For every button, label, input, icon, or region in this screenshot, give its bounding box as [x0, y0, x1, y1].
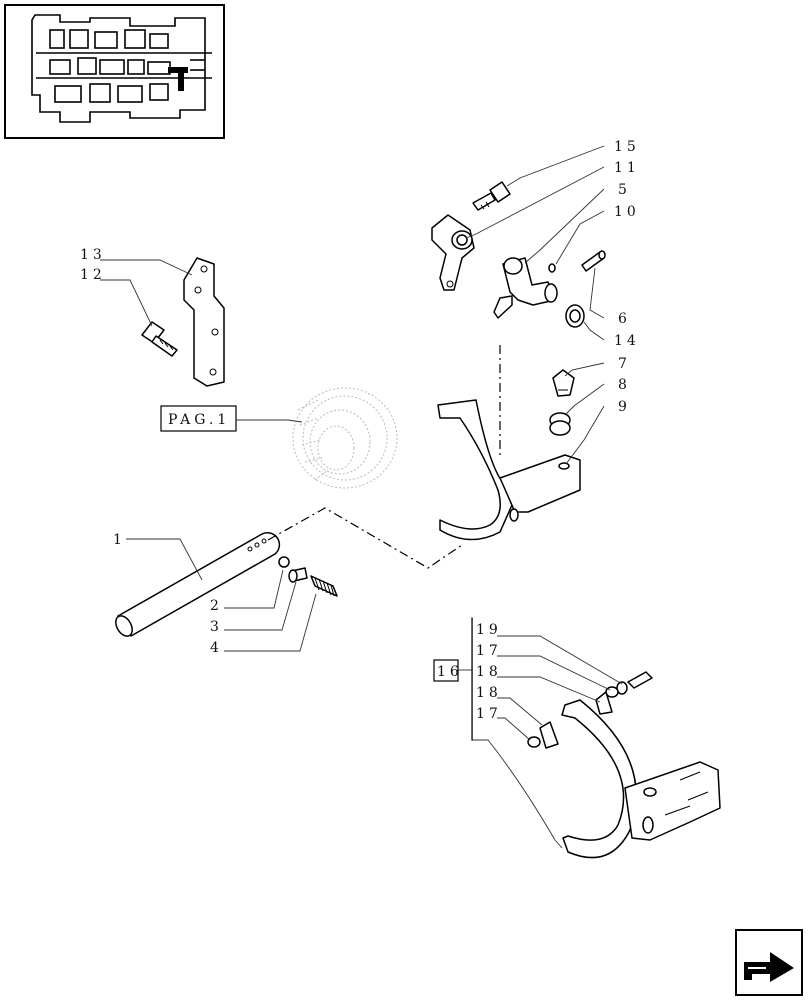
- seal-ring: [549, 412, 571, 436]
- bracket-screw: [141, 321, 178, 357]
- group-reference-label: 16: [437, 664, 463, 680]
- assembly-path-line: [267, 507, 463, 569]
- plug-screw: [552, 369, 575, 397]
- lower-shift-fork: [561, 699, 721, 859]
- gearbox-overview-thumbnail[interactable]: [4, 4, 225, 139]
- detent-ball: [278, 556, 290, 568]
- callout-7: 7: [618, 356, 631, 372]
- callout-12: 12: [80, 267, 106, 283]
- mounting-bracket: [183, 257, 225, 387]
- next-page-arrow-icon[interactable]: [735, 929, 803, 996]
- callout-8: 8: [618, 377, 631, 393]
- page-reference-label[interactable]: PAG.1: [168, 412, 230, 428]
- callout-14: 14: [614, 333, 640, 349]
- o-ring: [565, 304, 585, 328]
- lock-tab-lower: [539, 721, 559, 749]
- page-reference-box[interactable]: [160, 405, 237, 432]
- callout-13: 13: [80, 247, 106, 263]
- callout-10: 10: [614, 204, 640, 220]
- shift-rail: [115, 531, 281, 637]
- callout-19: 19: [476, 622, 502, 638]
- callout-labels: 15 11 5 10 6 14 7 8 9 13 12 1 2 3 4 19 1…: [80, 139, 640, 722]
- roll-pin: [581, 250, 606, 272]
- callout-3: 3: [210, 619, 223, 635]
- callout-9: 9: [618, 399, 631, 415]
- fork-bolt: [616, 671, 653, 695]
- lock-tab-upper: [595, 691, 613, 715]
- callout-5: 5: [618, 182, 631, 198]
- callout-6: 6: [618, 311, 631, 327]
- callout-17-upper: 17: [476, 643, 502, 659]
- callout-18-upper: 18: [476, 664, 502, 680]
- reference-gear-ghost: [292, 387, 398, 489]
- callout-2: 2: [210, 598, 223, 614]
- cap-screw-top: [472, 181, 511, 211]
- callout-15: 15: [614, 139, 640, 155]
- callout-1: 1: [113, 532, 126, 548]
- selector-shaft: [493, 257, 558, 319]
- detent-plunger: [288, 567, 308, 583]
- group-reference-box: [433, 659, 459, 682]
- callout-18-lower: 18: [476, 685, 502, 701]
- callout-4: 4: [210, 640, 223, 656]
- small-pin: [548, 263, 556, 273]
- washer-lower: [527, 736, 541, 748]
- detent-spring: [310, 575, 338, 597]
- leader-lines: [100, 145, 623, 849]
- callout-11: 11: [614, 160, 640, 176]
- callout-17-lower: 17: [476, 706, 502, 722]
- upper-shift-fork: [437, 399, 581, 541]
- selector-lever: [431, 214, 475, 291]
